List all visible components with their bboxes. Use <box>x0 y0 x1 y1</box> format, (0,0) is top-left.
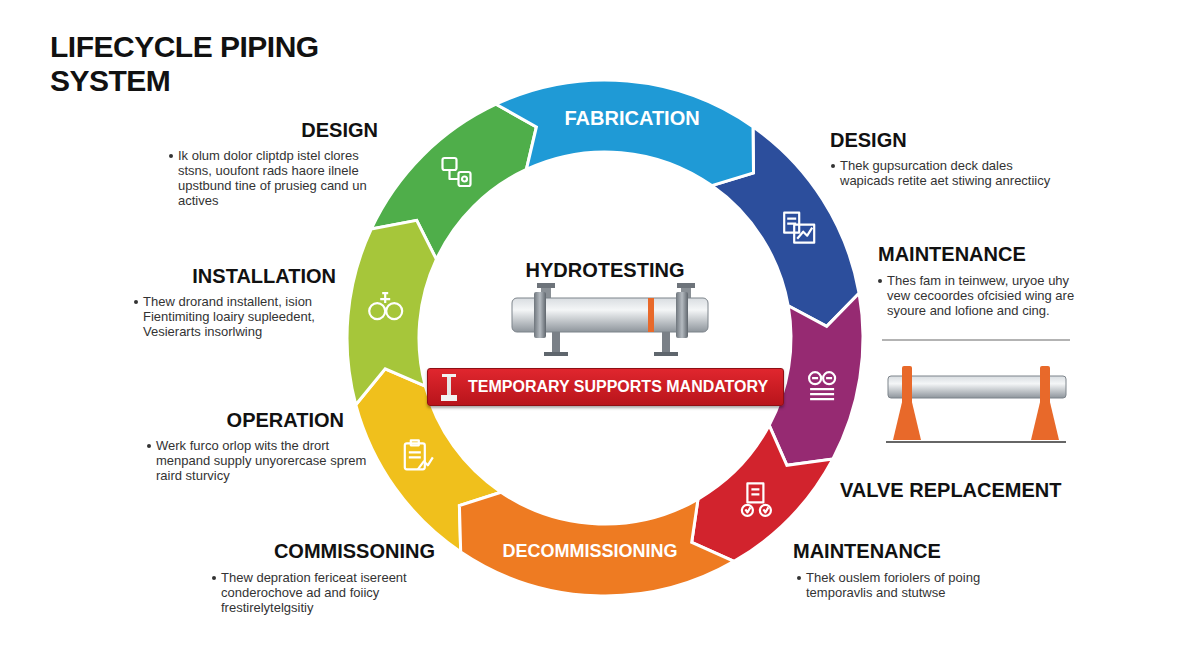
icon-part <box>462 177 467 182</box>
flange <box>534 292 546 338</box>
ring-segment-node: DECOMMISSIONING <box>432 475 737 599</box>
icon-part <box>787 219 796 224</box>
icon-part <box>459 172 471 186</box>
jack-icon <box>438 373 460 403</box>
pipe-body <box>888 376 1066 398</box>
icon-part <box>386 303 402 319</box>
segment-icon <box>809 372 835 399</box>
support-base <box>544 352 568 356</box>
label-slot: Thes fam in teinwew, uryoe uhy vew cecoo… <box>887 273 1077 318</box>
warning-banner: TEMPORARY SUPPORTS MANDATORY <box>427 368 784 406</box>
support-leg <box>552 332 560 354</box>
nozzle-cap <box>537 283 555 288</box>
stage-heading: OPERATION <box>227 408 344 432</box>
temporary-support <box>893 398 921 440</box>
icon-part <box>411 440 419 445</box>
jack-part <box>441 395 457 401</box>
label-slot: OPERATION <box>227 408 344 432</box>
support-base <box>654 352 678 356</box>
label-slot: Thew drorand installent, ision Fientimit… <box>143 294 348 339</box>
icon-part <box>369 303 385 319</box>
stage-description: Thew depration fericeat isereent condero… <box>221 570 451 615</box>
label-slot: COMMISSONING <box>274 539 435 563</box>
label-slot: MAINTENANCE <box>878 242 1026 266</box>
segment-icon <box>784 213 814 243</box>
bullet-dot <box>831 164 835 168</box>
label-slot: Ik olum dolor cliptdp istel clores stsns… <box>178 148 393 208</box>
segment-icon <box>742 483 771 516</box>
banner-text: TEMPORARY SUPPORTS MANDATORY <box>468 376 769 398</box>
supported-pipe <box>882 340 1070 442</box>
icon-part <box>751 489 759 494</box>
label-slot: DESIGN <box>301 118 378 142</box>
stage-description: Thes fam in teinwew, uryoe uhy vew cecoo… <box>887 273 1077 318</box>
diagram-title: LIFECYCLE PIPING SYSTEM <box>50 30 340 98</box>
label-slot: INSTALLATION <box>192 264 336 288</box>
segment-label: FABRICATION <box>565 107 700 129</box>
icon-part <box>409 452 433 469</box>
icon-part <box>794 225 814 243</box>
segment-label: DECOMMISSIONING <box>503 542 678 562</box>
label-slot: DESIGN <box>830 128 907 152</box>
bullet-dot <box>797 576 801 580</box>
stage-heading: MAINTENANCE <box>793 539 941 563</box>
hydrotest-pipe <box>512 283 708 356</box>
stage-description: Werk furco orlop wits the drort menpand … <box>156 438 371 483</box>
icon-part <box>747 483 763 502</box>
bullet-dot <box>878 279 882 283</box>
stage-description: Ik olum dolor cliptdp istel clores stsns… <box>178 148 393 208</box>
icon-part <box>377 293 390 311</box>
icon-part <box>797 228 812 239</box>
bullet-dot <box>147 444 151 448</box>
segment-icon <box>369 293 402 319</box>
bullet-dot <box>169 154 173 158</box>
ring-segment <box>496 80 754 186</box>
stage-heading: INSTALLATION <box>192 264 336 288</box>
segment-icon <box>405 440 433 469</box>
nozzle-cap <box>677 283 695 288</box>
stage-description: Thew drorand installent, ision Fientimit… <box>143 294 348 339</box>
segment-shape <box>432 475 737 599</box>
label-slot: Thew depration fericeat isereent condero… <box>221 570 451 615</box>
label-slot: HYDROTESTING <box>455 258 755 282</box>
stage-heading: COMMISSONING <box>274 539 435 563</box>
icon-part <box>784 213 799 233</box>
support-leg <box>662 332 670 354</box>
stage-heading: DESIGN <box>301 118 378 142</box>
label-slot: VALVE REPLACEMENT <box>840 478 1062 502</box>
title-slot: LIFECYCLE PIPING SYSTEM <box>50 30 340 98</box>
ring-segment <box>347 220 436 404</box>
orange-band <box>648 298 654 332</box>
label-slot: Thek gupsurcation deck dales wapicads re… <box>840 158 1070 188</box>
icon-part <box>810 378 834 399</box>
icon-part <box>443 158 457 170</box>
icon-part <box>450 170 459 179</box>
label-slot: Thek ouslem foriolers of poing temporavl… <box>806 570 1006 600</box>
stage-heading: DESIGN <box>830 128 907 152</box>
bullet-dot <box>212 576 216 580</box>
segment-shape <box>492 77 781 203</box>
icon-part <box>745 507 768 512</box>
ground-line <box>886 441 1066 443</box>
stage-heading: MAINTENANCE <box>878 242 1026 266</box>
bullet-dot <box>134 300 138 304</box>
stage-heading: VALVE REPLACEMENT <box>840 478 1062 502</box>
temporary-support <box>1031 398 1059 440</box>
stage-description: Thek ouslem foriolers of poing temporavl… <box>806 570 1006 600</box>
ring-segment-node: FABRICATION <box>492 77 781 203</box>
jack-part <box>442 374 456 377</box>
segment-icon <box>443 158 471 186</box>
stage-description: Thek gupsurcation deck dales wapicads re… <box>840 158 1070 188</box>
label-slot: MAINTENANCE <box>793 539 941 563</box>
ring-segment <box>459 492 734 596</box>
stage-heading: HYDROTESTING <box>455 258 755 282</box>
separator-line <box>882 339 1070 341</box>
label-slot: Werk furco orlop wits the drort menpand … <box>156 438 371 483</box>
flange <box>676 292 688 338</box>
jack-part <box>447 377 451 395</box>
